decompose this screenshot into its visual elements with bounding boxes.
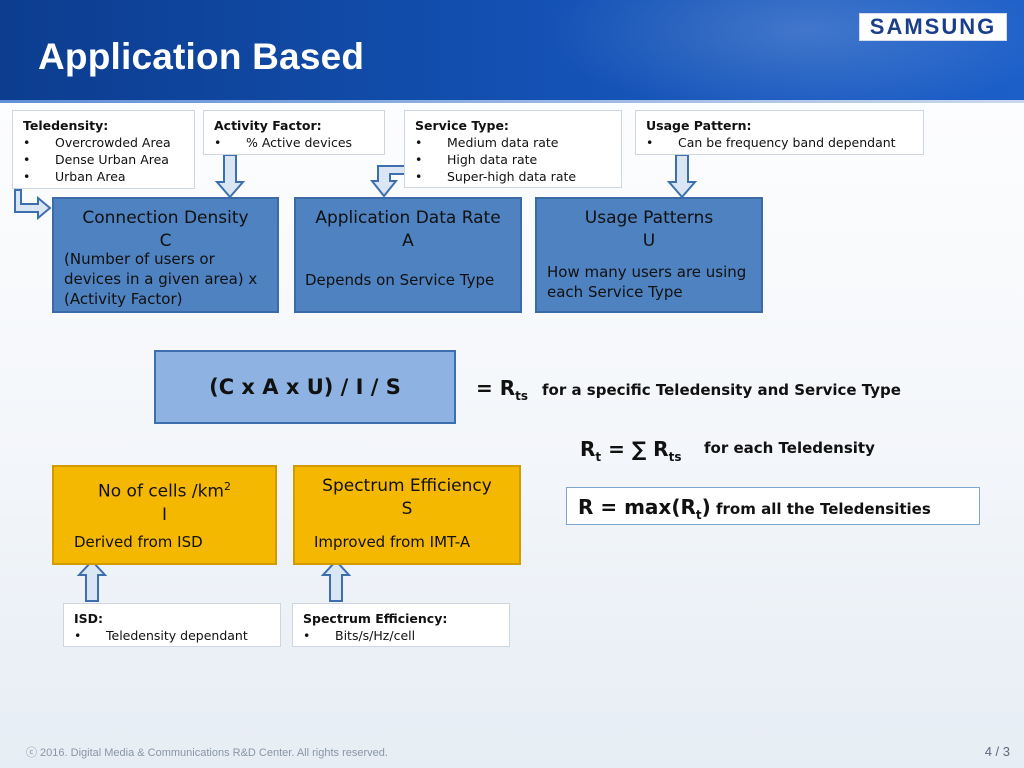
r-max-box [566,487,980,525]
rt-equation: Rt = ∑ Rts [580,437,681,464]
list-item: Can be frequency band dependant [646,134,913,151]
rt-description: for each Teledensity [704,439,875,457]
r-max-symbol: R = max(R [578,495,696,519]
note-activity-factor: Activity Factor: % Active devices [203,110,385,155]
list-item: Dense Urban Area [23,151,184,168]
logo-text: SAMSUNG [869,14,997,39]
note-heading: ISD: [74,611,104,626]
box-title: Usage Patterns U [537,199,761,253]
rts-symbol: = R [476,376,516,400]
page-number: 4 / 3 [984,744,1010,759]
note-heading: Activity Factor: [214,118,322,133]
list-item: Super-high data rate [415,168,611,185]
box-symbol: A [402,231,414,251]
box-title: Connection Density C [54,199,277,253]
r-max-description: from all the Teledensities [716,500,931,518]
cells-per-km2-box: No of cells /km2 I Derived from ISD [52,465,277,565]
usage-patterns-box: Usage Patterns U How many users are usin… [535,197,763,313]
note-teledensity: Teledensity: Overcrowded Area Dense Urba… [12,110,195,189]
box-title: No of cells /km2 I [54,467,275,527]
list-item: Urban Area [23,168,184,185]
note-heading: Service Type: [415,118,509,133]
list-item: Bits/s/Hz/cell [303,627,499,644]
box-title-text: Application Data Rate [315,208,501,228]
list-item: % Active devices [214,134,374,151]
box-title: Spectrum Efficiency S [295,467,519,521]
note-heading: Spectrum Efficiency: [303,611,448,626]
box-description: How many users are using each Service Ty… [547,263,747,301]
samsung-logo: SAMSUNG [859,13,1007,41]
box-symbol: U [642,231,656,251]
r-max-subscript: t [695,508,702,522]
note-service-type: Service Type: Medium data rate High data… [404,110,622,188]
box-description: Derived from ISD [74,533,203,551]
box-title-superscript: 2 [223,480,231,493]
box-title-text: Connection Density [82,208,249,228]
rts-description: for a specific Teledensity and Service T… [542,381,901,399]
arrow-spectrum [320,559,352,602]
application-data-rate-box: Application Data Rate A Depends on Servi… [294,197,522,313]
note-usage-pattern: Usage Pattern: Can be frequency band dep… [635,110,924,155]
box-title-text: Spectrum Efficiency [322,476,492,496]
rt-subscript: t [595,450,602,464]
arrow-activity [214,154,246,199]
list-item: High data rate [415,151,611,168]
copyright-footer: ⓒ 2016. Digital Media & Communications R… [26,747,388,759]
box-symbol: C [159,231,172,251]
arrow-isd [76,559,108,602]
slide-title: Application Based [38,36,365,77]
formula-box: (C x A x U) / I / S [154,350,456,424]
r-max-equation: R = max(Rt) [578,495,711,522]
note-isd: ISD: Teledensity dependant [63,603,281,647]
list-item: Overcrowded Area [23,134,184,151]
box-description: Improved from IMT-A [314,533,471,551]
rt-sum-subscript: ts [668,450,682,464]
note-heading: Usage Pattern: [646,118,752,133]
r-max-close: ) [701,495,711,519]
formula-text: (C x A x U) / I / S [209,375,401,399]
arrow-service [369,165,406,198]
rt-sum: = ∑ R [608,437,669,461]
connection-density-box: Connection Density C (Number of users or… [52,197,279,313]
arrow-usage [666,154,698,199]
spectrum-efficiency-box: Spectrum Efficiency S Improved from IMT-… [293,465,521,565]
list-item: Teledensity dependant [74,627,270,644]
rt-symbol: R [580,437,596,461]
box-title-text: No of cells /km [98,481,224,502]
arrow-teledensity [14,189,52,221]
box-description: (Number of users or devices in a given a… [64,250,258,308]
box-title: Application Data Rate A [296,199,520,253]
note-spectrum-efficiency: Spectrum Efficiency: Bits/s/Hz/cell [292,603,510,647]
box-symbol: I [161,504,167,525]
rts-subscript: ts [515,389,529,403]
rts-equation: = Rts [476,376,528,403]
box-description: Depends on Service Type [305,271,495,289]
header-divider [0,100,1024,103]
note-heading: Teledensity: [23,118,109,133]
list-item: Medium data rate [415,134,611,151]
box-symbol: S [401,499,413,519]
box-title-text: Usage Patterns [584,208,714,228]
